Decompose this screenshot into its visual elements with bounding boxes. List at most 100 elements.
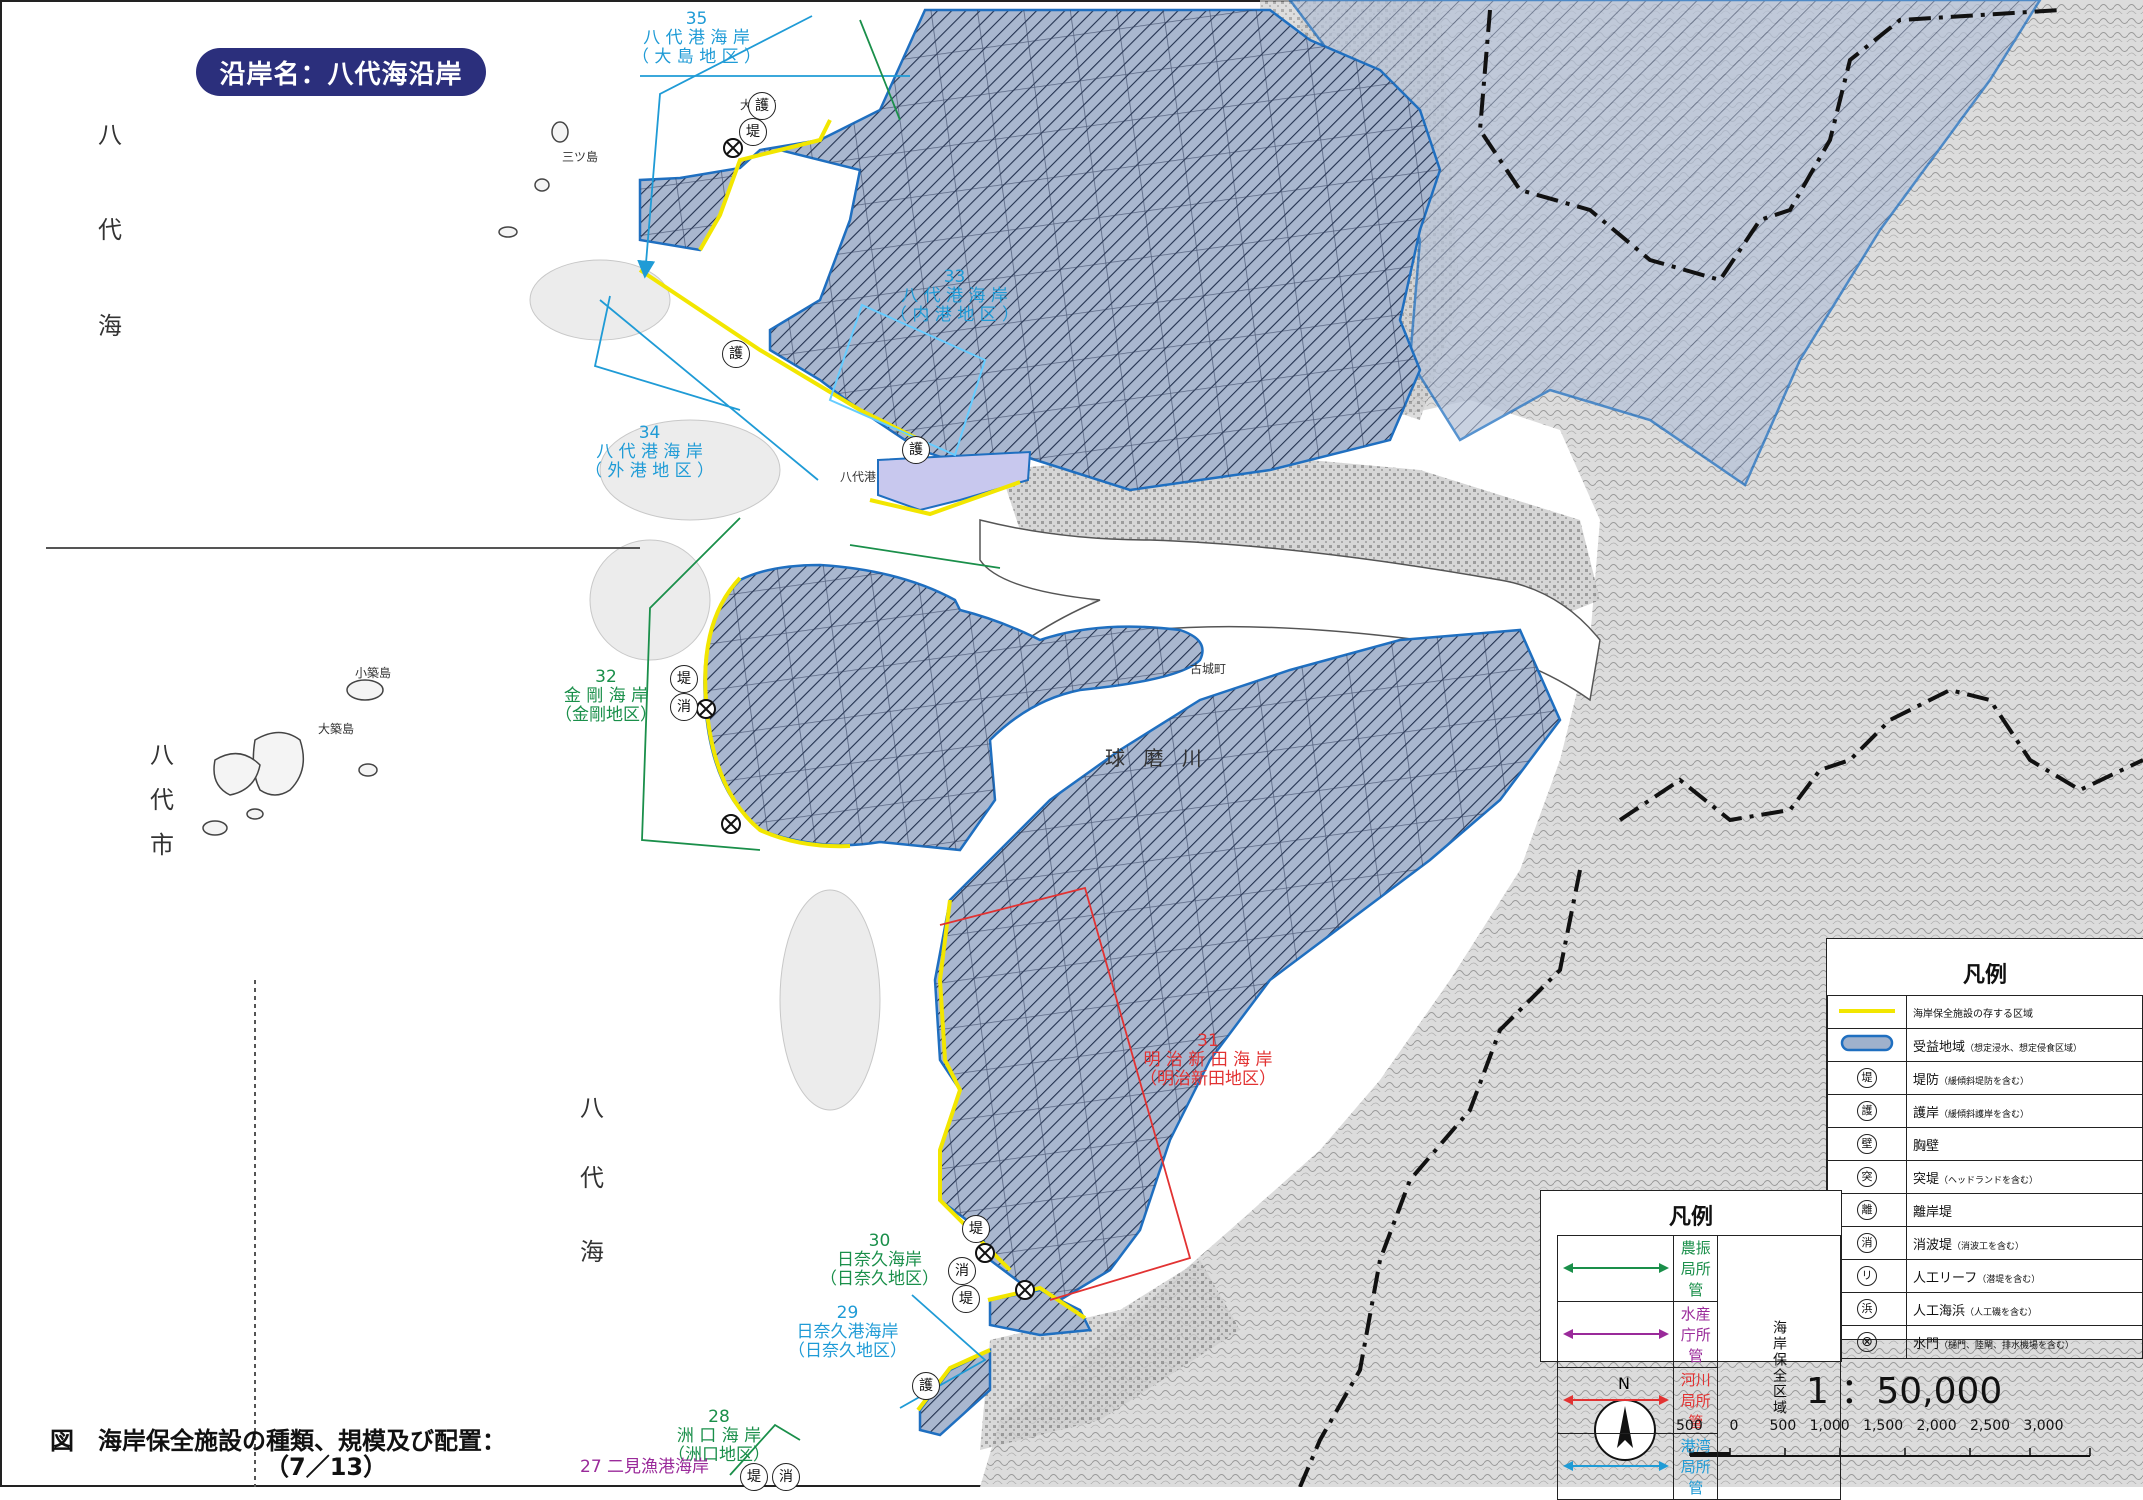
artificial-reef-icon: リ xyxy=(1857,1266,1877,1286)
legend-jurisdiction-title: 凡例 xyxy=(1668,1205,1713,1230)
legend-jurisdiction-table: 農振局所管 海岸保全区域 水産庁所管 河川局所管 港湾局所管 xyxy=(1556,1235,1842,1500)
artificial-beach-icon: 浜 xyxy=(1857,1299,1877,1319)
levee-icon: 堤 xyxy=(1857,1068,1877,1088)
outer-port-facility-line xyxy=(638,268,921,442)
legend-label: 離岸堤 xyxy=(1906,1193,2143,1227)
sea-name-2: 代 xyxy=(98,216,122,244)
sea-name-lower-3: 海 xyxy=(580,1238,604,1266)
legend-row: 突 突堤（ヘッドランドを含む） xyxy=(1827,1160,2143,1194)
legend-label: 海岸保全施設の存する区域 xyxy=(1906,995,2143,1029)
red-arrow-icon xyxy=(1556,1367,1675,1434)
scale-ticks: 500 0 500 1,000 1,500 2,000 2,500 3,000 xyxy=(1676,1418,2064,1434)
sluice-gate-icons xyxy=(696,138,1035,1300)
breakwater-badge: 消 xyxy=(772,1463,800,1491)
figure-caption: 図 海岸保全施設の種類、規模及び配置： （7／13） xyxy=(50,1428,506,1480)
purple-arrow-icon xyxy=(1556,1301,1675,1368)
levee-badge: 堤 xyxy=(740,1463,768,1491)
benefit-area-kongo-grid xyxy=(704,565,1203,850)
sea-name-3: 海 xyxy=(98,312,122,340)
oshima-facility-line xyxy=(698,119,832,251)
legend-row: リ 人工リーフ（潜堤を含む） xyxy=(1827,1259,2143,1293)
islands xyxy=(202,121,569,836)
port-basin xyxy=(877,450,1032,512)
port-facility-line xyxy=(869,480,1021,517)
levee-badge: 堤 xyxy=(952,1285,980,1313)
legend-side-label: 海岸保全区域 xyxy=(1716,1235,1842,1500)
boundary-line-south2 xyxy=(1298,869,1582,1487)
place-kuma-river: 球 磨 川 xyxy=(1105,746,1208,770)
revetment-badge: 護 xyxy=(722,340,750,368)
legend-row: 壁 胸壁 xyxy=(1827,1127,2143,1161)
place-yatsushiro-port: 八代港 xyxy=(840,470,877,484)
legend-row: 護 護岸（緩傾斜護岸を含む） xyxy=(1827,1094,2143,1128)
legend-row: 農振局所管 海岸保全区域 xyxy=(1556,1235,1842,1500)
sea-name-lower-1: 八 xyxy=(580,1094,604,1122)
leader-35-arrow2 xyxy=(859,19,901,121)
revetment-badge: 護 xyxy=(748,92,776,120)
legend-label: 突堤（ヘッドランドを含む） xyxy=(1906,1160,2143,1194)
levee-badge: 堤 xyxy=(962,1215,990,1243)
legend-label: 胸壁 xyxy=(1906,1127,2143,1161)
figure-caption-line1: 図 海岸保全施設の種類、規模及び配置： xyxy=(50,1427,506,1455)
revetment-badge: 護 xyxy=(912,1372,940,1400)
shallows xyxy=(529,259,881,1111)
benefit-area-northeast xyxy=(1288,0,2042,487)
leader-32 xyxy=(641,517,1001,851)
legend-label: 港湾局所管 xyxy=(1673,1433,1718,1500)
groin-icon: 突 xyxy=(1857,1167,1877,1187)
revetment-icon: 護 xyxy=(1857,1101,1877,1121)
wave-dissipating-icon: 消 xyxy=(1857,1233,1877,1253)
blue-arrow-icon xyxy=(1556,1433,1675,1500)
leader-28 xyxy=(729,1423,801,1476)
legend-table: 海岸保全施設の存する区域 受益地域（想定浸水、想定侵食区域） 堤 堤防（緩傾斜堤… xyxy=(1827,995,2143,1359)
place-furukoga: 古城町 xyxy=(1190,662,1227,676)
benefit-area-icon xyxy=(1827,1028,1907,1062)
coast-label-27: 27 二見漁港海岸 xyxy=(580,1457,710,1477)
legend-label: 護岸（緩傾斜護岸を含む） xyxy=(1906,1094,2143,1128)
sluice-gate-icon: ⊗ xyxy=(1857,1332,1877,1352)
boundary-line-south xyxy=(1618,687,2143,823)
parapet-icon: 壁 xyxy=(1857,1134,1877,1154)
leader-31 xyxy=(939,886,1192,1301)
legend-label: 受益地域（想定浸水、想定侵食区域） xyxy=(1906,1028,2143,1062)
city-name-3: 市 xyxy=(150,831,174,859)
legend-row: ⊗ 水門（樋門、陸閘、排水機場を含む） xyxy=(1827,1325,2143,1359)
legend-row: 海岸保全施設の存する区域 xyxy=(1827,995,2143,1029)
legend-row: 消 消波堤（消波工を含む） xyxy=(1827,1226,2143,1260)
levee-badge: 堤 xyxy=(670,665,698,693)
legend-title: 凡例 xyxy=(1962,963,2007,988)
legend-label: 農振局所管 xyxy=(1673,1235,1718,1302)
hinagu-facility-line xyxy=(987,1285,1087,1320)
legend-label: 人工リーフ（潜堤を含む） xyxy=(1906,1259,2143,1293)
legend-row: 受益地域（想定浸水、想定侵食区域） xyxy=(1827,1028,2143,1062)
detached-breakwater-icon: 離 xyxy=(1857,1200,1877,1220)
north-label: N xyxy=(1618,1374,1630,1393)
levee-badge: 堤 xyxy=(739,118,767,146)
leader-34 xyxy=(593,295,819,481)
place-koshima: 小築島 xyxy=(355,666,392,680)
figure-caption-line2: （7／13） xyxy=(265,1453,388,1481)
leader-35-arrow xyxy=(637,15,813,279)
legend-label: 水産庁所管 xyxy=(1673,1301,1718,1368)
scale-ratio: 1 ：50,000 xyxy=(1806,1371,2003,1412)
legend-label: 河川局所管 xyxy=(1673,1367,1718,1434)
legend-label: 水門（樋門、陸閘、排水機場を含む） xyxy=(1906,1325,2143,1359)
legend-row: 水産庁所管 xyxy=(1556,1301,1841,1368)
legend-label: 消波堤（消波工を含む） xyxy=(1906,1226,2143,1260)
sea-name-1: 八 xyxy=(98,121,122,149)
boundary-line xyxy=(1477,8,2061,283)
breakwater-badge: 消 xyxy=(670,693,698,721)
legend-label: 人工海浜（人工磯を含む） xyxy=(1906,1292,2143,1326)
legend-facilities: 凡例 海岸保全施設の存する区域 受益地域（想定浸水、想定侵食区域） 堤 堤防（緩… xyxy=(1826,938,2143,1359)
legend-row: 堤 堤防（緩傾斜堤防を含む） xyxy=(1827,1061,2143,1095)
yellow-line-icon xyxy=(1827,995,1907,1029)
legend-row: 河川局所管 xyxy=(1556,1367,1841,1434)
